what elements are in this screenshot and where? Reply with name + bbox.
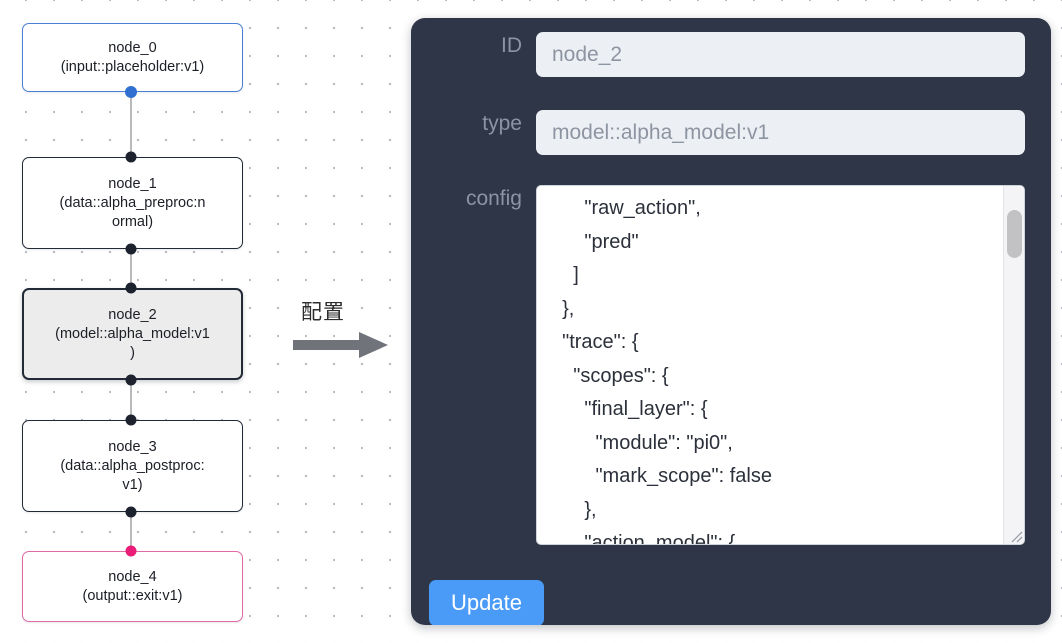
graph-node-node_4[interactable]: node_4 (output::exit:v1)	[22, 551, 243, 622]
type-input[interactable]	[536, 110, 1025, 155]
graph-node-label: node_4 (output::exit:v1)	[82, 568, 183, 604]
id-input[interactable]	[536, 32, 1025, 77]
edge-node0-node1[interactable]	[130, 92, 132, 157]
config-scrollbar[interactable]	[1003, 186, 1024, 544]
id-field-label: ID	[501, 34, 522, 57]
config-textarea-wrapper: "raw_action", "pred" ] }, "trace": { "sc…	[536, 185, 1025, 545]
field-row-config: config "raw_action", "pred" ] }, "trace"…	[411, 185, 1051, 545]
graph-node-label: node_2 (model::alpha_model:v1 )	[55, 306, 210, 361]
graph-node-node_0[interactable]: node_0 (input::placeholder:v1)	[22, 23, 243, 92]
annotation-group: 配置	[293, 296, 393, 362]
graph-node-node_2[interactable]: node_2 (model::alpha_model:v1 )	[22, 288, 243, 380]
graph-node-label: node_1 (data::alpha_preproc:n ormal)	[59, 175, 206, 230]
config-field-label: config	[465, 187, 522, 210]
port-node_4-input[interactable]	[125, 545, 137, 557]
update-button[interactable]: Update	[429, 580, 544, 625]
graph-node-node_1[interactable]: node_1 (data::alpha_preproc:n ormal)	[22, 157, 243, 249]
port-node_3-input[interactable]	[125, 414, 137, 426]
field-row-id: ID	[411, 32, 1051, 77]
node-config-panel: ID type config "raw_action", "pred" ] },…	[411, 18, 1051, 625]
port-node_1-output[interactable]	[125, 243, 137, 255]
edge-node1-node2[interactable]	[130, 249, 132, 288]
config-textarea[interactable]: "raw_action", "pred" ] }, "trace": { "sc…	[536, 185, 1025, 545]
graph-node-node_3[interactable]: node_3 (data::alpha_postproc: v1)	[22, 420, 243, 512]
port-node_1-input[interactable]	[125, 151, 137, 163]
edge-node2-node3[interactable]	[130, 380, 132, 420]
graph-node-label: node_0 (input::placeholder:v1)	[60, 39, 205, 75]
annotation-label: 配置	[301, 300, 345, 324]
graph-canvas[interactable]: node_0 (input::placeholder:v1) node_1 (d…	[0, 0, 400, 643]
graph-node-label: node_3 (data::alpha_postproc: v1)	[60, 438, 205, 493]
port-node_2-output[interactable]	[125, 374, 137, 386]
port-node_2-input[interactable]	[125, 282, 137, 294]
config-scrollbar-thumb[interactable]	[1007, 210, 1022, 258]
port-node_0-output[interactable]	[125, 86, 137, 98]
right-arrow-icon	[293, 332, 388, 358]
edge-node3-node4[interactable]	[130, 512, 132, 551]
type-field-label: type	[482, 112, 522, 135]
port-node_3-output[interactable]	[125, 506, 137, 518]
field-row-type: type	[411, 110, 1051, 155]
